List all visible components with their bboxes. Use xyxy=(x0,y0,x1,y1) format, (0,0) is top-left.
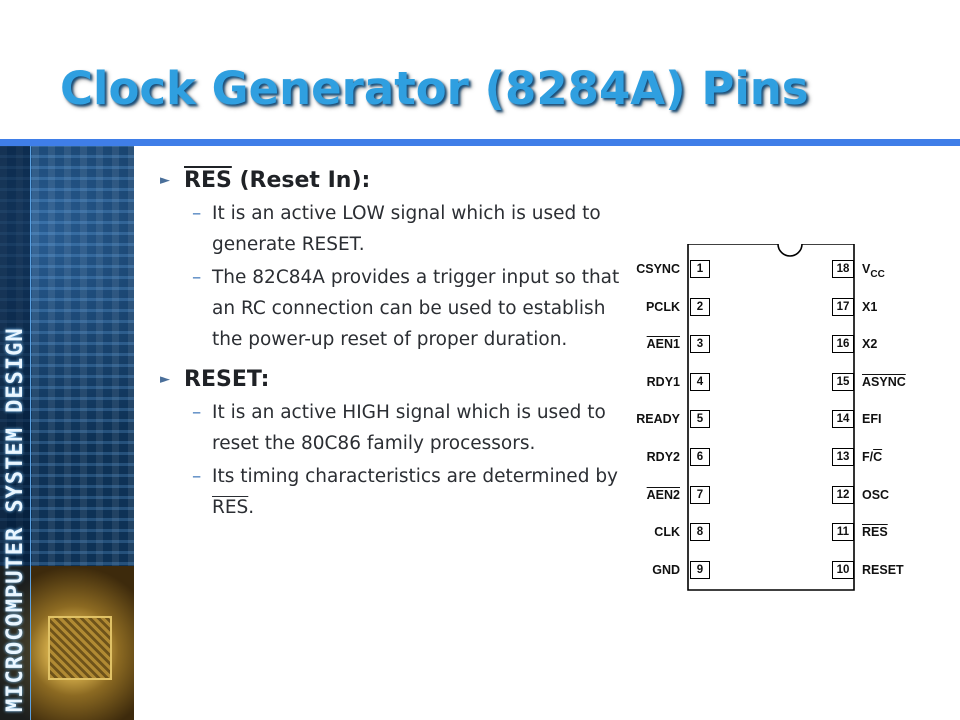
pin-label: AEN2 xyxy=(646,487,680,502)
processor-die-image xyxy=(48,616,112,680)
pin-label-overlined: C xyxy=(873,450,883,464)
pin-number-box: 5 xyxy=(690,410,710,429)
pin-number-box: 8 xyxy=(690,523,710,542)
pin-number-box: 13 xyxy=(832,448,854,466)
sub-point: – The 82C84A provides a trigger input so… xyxy=(160,262,620,355)
res-overlined-text: RES xyxy=(184,168,232,193)
sub-point: – Its timing characteristics are determi… xyxy=(160,461,620,523)
pin-label: VCC xyxy=(862,262,885,280)
pin-number-box: 7 xyxy=(690,485,710,504)
sub-point: – It is an active LOW signal which is us… xyxy=(160,198,620,260)
chip-outline xyxy=(687,244,855,591)
bullet-arrow-icon: ► xyxy=(160,372,170,387)
res-overlined-text: RES xyxy=(212,497,249,518)
pin-label-text: ASYNC xyxy=(862,374,906,389)
sidebar-stripe xyxy=(0,146,31,720)
dash-icon: – xyxy=(192,402,202,423)
pin-label: ASYNC xyxy=(862,375,906,389)
pin-label: EFI xyxy=(862,412,881,426)
dash-icon: – xyxy=(192,203,202,224)
sidebar-vertical-text: MICROCOMPUTER SYSTEM DESIGN xyxy=(3,327,28,712)
bullet-arrow-icon: ► xyxy=(160,173,170,188)
pin-label: OSC xyxy=(862,488,889,502)
pin-number-box: 17 xyxy=(832,297,854,316)
pin-label: F/C xyxy=(862,450,882,464)
pin-label: CLK xyxy=(654,525,680,540)
bullet-res-heading: ► RES (Reset In): xyxy=(160,166,620,196)
pin-label: X2 xyxy=(862,337,877,351)
pin-label-text: V xyxy=(862,262,871,276)
pinout-diagram: 1 CSYNC 2 PCLK 3 AEN1 4 RDY1 5 READY 6 RDY2 7 AEN2 8 CL… xyxy=(618,244,960,604)
pin-number-box: 14 xyxy=(832,410,854,429)
pin-number-box: 1 xyxy=(690,260,710,278)
pin-number-box: 6 xyxy=(690,448,710,466)
pin-label-text: F/ xyxy=(862,450,874,464)
pin-label-text: RESET xyxy=(862,562,904,577)
pin-label: RDY2 xyxy=(646,450,680,464)
pin-label-text: X1 xyxy=(862,299,878,314)
pin-label: RDY1 xyxy=(646,374,680,389)
pin-number-box: 11 xyxy=(832,523,854,542)
pin-label: READY xyxy=(636,412,680,427)
pin-label-text: X2 xyxy=(862,337,878,352)
pin-label: X1 xyxy=(862,300,877,314)
pin-number-box: 10 xyxy=(832,560,854,579)
pin-number-box: 4 xyxy=(690,372,710,391)
pin-number-box: 3 xyxy=(690,335,710,354)
pin-label-text: RES xyxy=(862,525,888,540)
dash-icon: – xyxy=(192,267,202,288)
pin-label: GND xyxy=(652,562,680,577)
pin-label: AEN1 xyxy=(646,337,680,352)
pin-label: RESET xyxy=(862,563,904,577)
pin-label-text: EFI xyxy=(862,412,882,427)
pin-label-text: OSC xyxy=(862,487,890,502)
dash-icon: – xyxy=(192,466,202,487)
bullet-list: ► RES (Reset In): – It is an active LOW … xyxy=(160,166,620,523)
res-heading-rest: (Reset In): xyxy=(231,168,371,193)
slide-title: Clock Generator (8284A) Pins xyxy=(60,62,809,115)
pin-number-box: 12 xyxy=(832,485,854,504)
title-underline xyxy=(0,139,960,146)
sidebar-banner: MICROCOMPUTER SYSTEM DESIGN xyxy=(0,146,134,720)
pin-number-box: 15 xyxy=(832,372,854,391)
bullet-reset-heading: ► RESET: xyxy=(160,365,620,395)
pin-number-box: 2 xyxy=(690,297,710,316)
pin-label-subscript: CC xyxy=(870,269,885,280)
pin-number-box: 16 xyxy=(832,335,854,354)
pin-number-box: 18 xyxy=(832,260,854,278)
pin-label: PCLK xyxy=(645,299,680,314)
pin-number-box: 9 xyxy=(690,560,710,579)
sub-point: – It is an active HIGH signal which is u… xyxy=(160,397,620,459)
pin-label: CSYNC xyxy=(636,262,680,276)
pin-label: RES xyxy=(862,525,888,539)
